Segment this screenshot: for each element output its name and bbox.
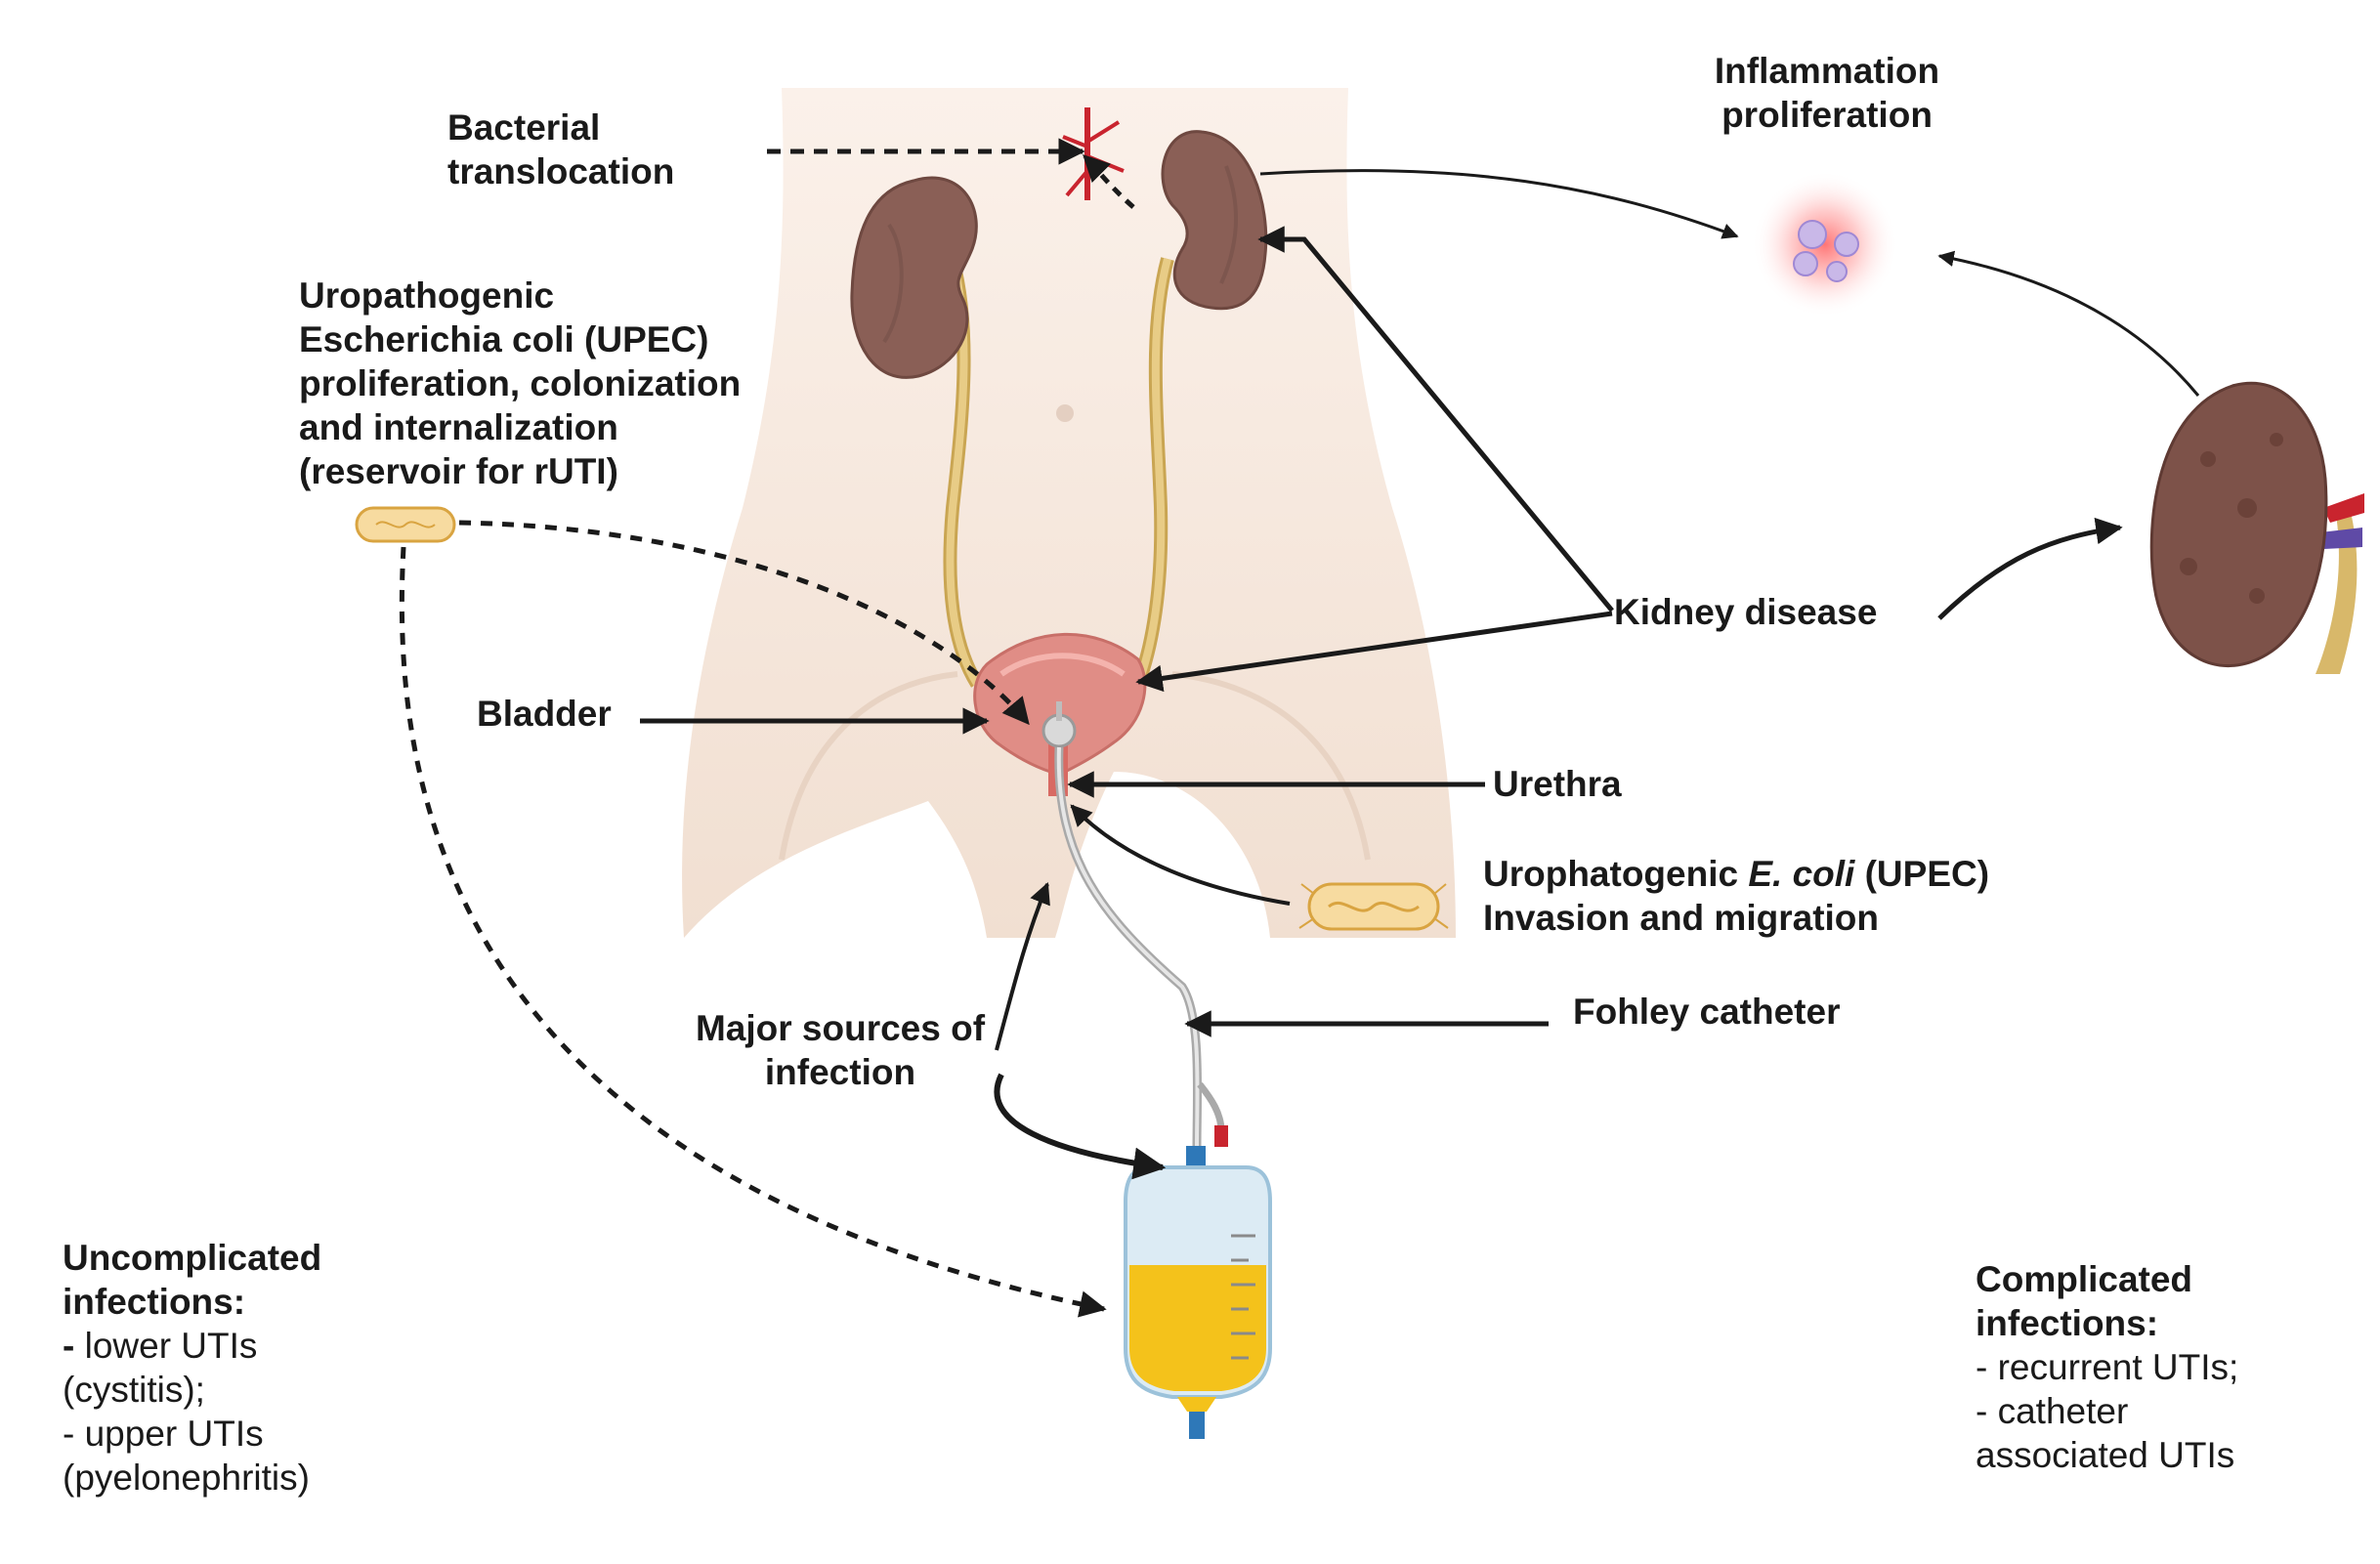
label-line: proliferation, colonization: [299, 363, 742, 403]
inflammation-label: Inflammation proliferation: [1680, 49, 1974, 137]
navel-mark: [1056, 404, 1074, 422]
label-line: Inflammation: [1714, 51, 1940, 91]
arrow-sources-bag: [994, 1073, 1167, 1180]
label-line: infection: [764, 1052, 916, 1092]
bladder-label: Bladder: [477, 692, 612, 736]
label-line: Urethra: [1493, 764, 1622, 804]
label-item: - catheter: [1976, 1391, 2129, 1431]
label-item: associated UTIs: [1976, 1435, 2235, 1475]
kidney-disease-label: Kidney disease: [1614, 590, 1877, 634]
label-line: Uncomplicated: [63, 1238, 322, 1278]
label-item: lower UTIs: [74, 1326, 258, 1366]
label-line: Kidney disease: [1614, 592, 1878, 632]
label-prefix: Urophatogenic: [1483, 854, 1749, 894]
arrow-translocation-vessel: [1083, 154, 1135, 209]
label-line: (reservoir for rUTI): [299, 451, 618, 491]
arrow-kidney-disease-to-kidney: [1257, 226, 1614, 613]
label-line: Uropathogenic: [299, 275, 555, 316]
inflammation-cells-icon: [1752, 171, 1898, 317]
label-line: Urophatogenic E. coli (UPEC): [1483, 852, 1989, 896]
label-line: Bladder: [477, 694, 612, 734]
bacterial-translocation-label: Bacterial translocation: [447, 106, 674, 193]
arrow-reservoir-to-bladder: [458, 520, 1030, 726]
label-line: infections:: [63, 1282, 246, 1322]
label-item: - upper UTIs: [63, 1414, 264, 1454]
urine-bag-icon: [1124, 1146, 1272, 1439]
catheter-icon: [1041, 701, 1228, 1149]
label-line: translocation: [447, 151, 675, 191]
label-line: - lower UTIs: [63, 1324, 321, 1368]
label-line: and internalization: [299, 407, 618, 447]
kidney-icon: [1161, 130, 1268, 311]
label-line: Bacterial: [447, 107, 601, 148]
diseased-kidney-icon: [2149, 381, 2364, 674]
arrow-kidney-to-inflammation: [1937, 250, 2200, 397]
label-line: Escherichia coli (UPEC): [299, 319, 709, 359]
arrow-kidney-disease-to-diseased-kidney: [1937, 517, 2123, 620]
label-italic: E. coli: [1748, 854, 1855, 894]
arrows: [399, 138, 2200, 1318]
upec-reservoir-label: Uropathogenic Escherichia coli (UPEC) pr…: [299, 274, 741, 493]
foley-catheter-label: Fohley catheter: [1573, 990, 1840, 1034]
major-sources-label: Major sources of infection: [684, 1006, 997, 1094]
urethra-label: Urethra: [1493, 762, 1622, 806]
arrow-to-inflammation: [1259, 169, 1739, 239]
label-line: Fohley catheter: [1573, 992, 1841, 1032]
kidney-icon: [850, 176, 978, 379]
label-item: - recurrent UTIs;: [1976, 1347, 2239, 1387]
bacteria-icon: [355, 506, 456, 543]
label-line: Invasion and migration: [1483, 898, 1879, 938]
complicated-infections-label: Complicated infections: - recurrent UTIs…: [1976, 1257, 2238, 1477]
arrow-upec-invasion: [1070, 804, 1291, 906]
label-line: Complicated: [1976, 1259, 2193, 1299]
label-line: proliferation: [1721, 95, 1933, 135]
label-item: (pyelonephritis): [63, 1458, 310, 1498]
uncomplicated-infections-label: Uncomplicated infections: - lower UTIs (…: [63, 1236, 321, 1500]
label-item: (cystitis);: [63, 1370, 205, 1410]
arrow-reservoir-to-bag: [399, 546, 1107, 1318]
upec-invasion-label: Urophatogenic E. coli (UPEC) Invasion an…: [1483, 852, 1989, 940]
bacteria-icon: [1298, 882, 1449, 931]
label-bullet: -: [63, 1326, 75, 1366]
label-suffix: (UPEC): [1854, 854, 1990, 894]
label-line: infections:: [1976, 1303, 2159, 1343]
label-line: Major sources of: [695, 1008, 986, 1048]
arrow-sources-urethra: [995, 881, 1050, 1051]
arrow-kidney-disease-to-bladder: [1135, 611, 1613, 693]
